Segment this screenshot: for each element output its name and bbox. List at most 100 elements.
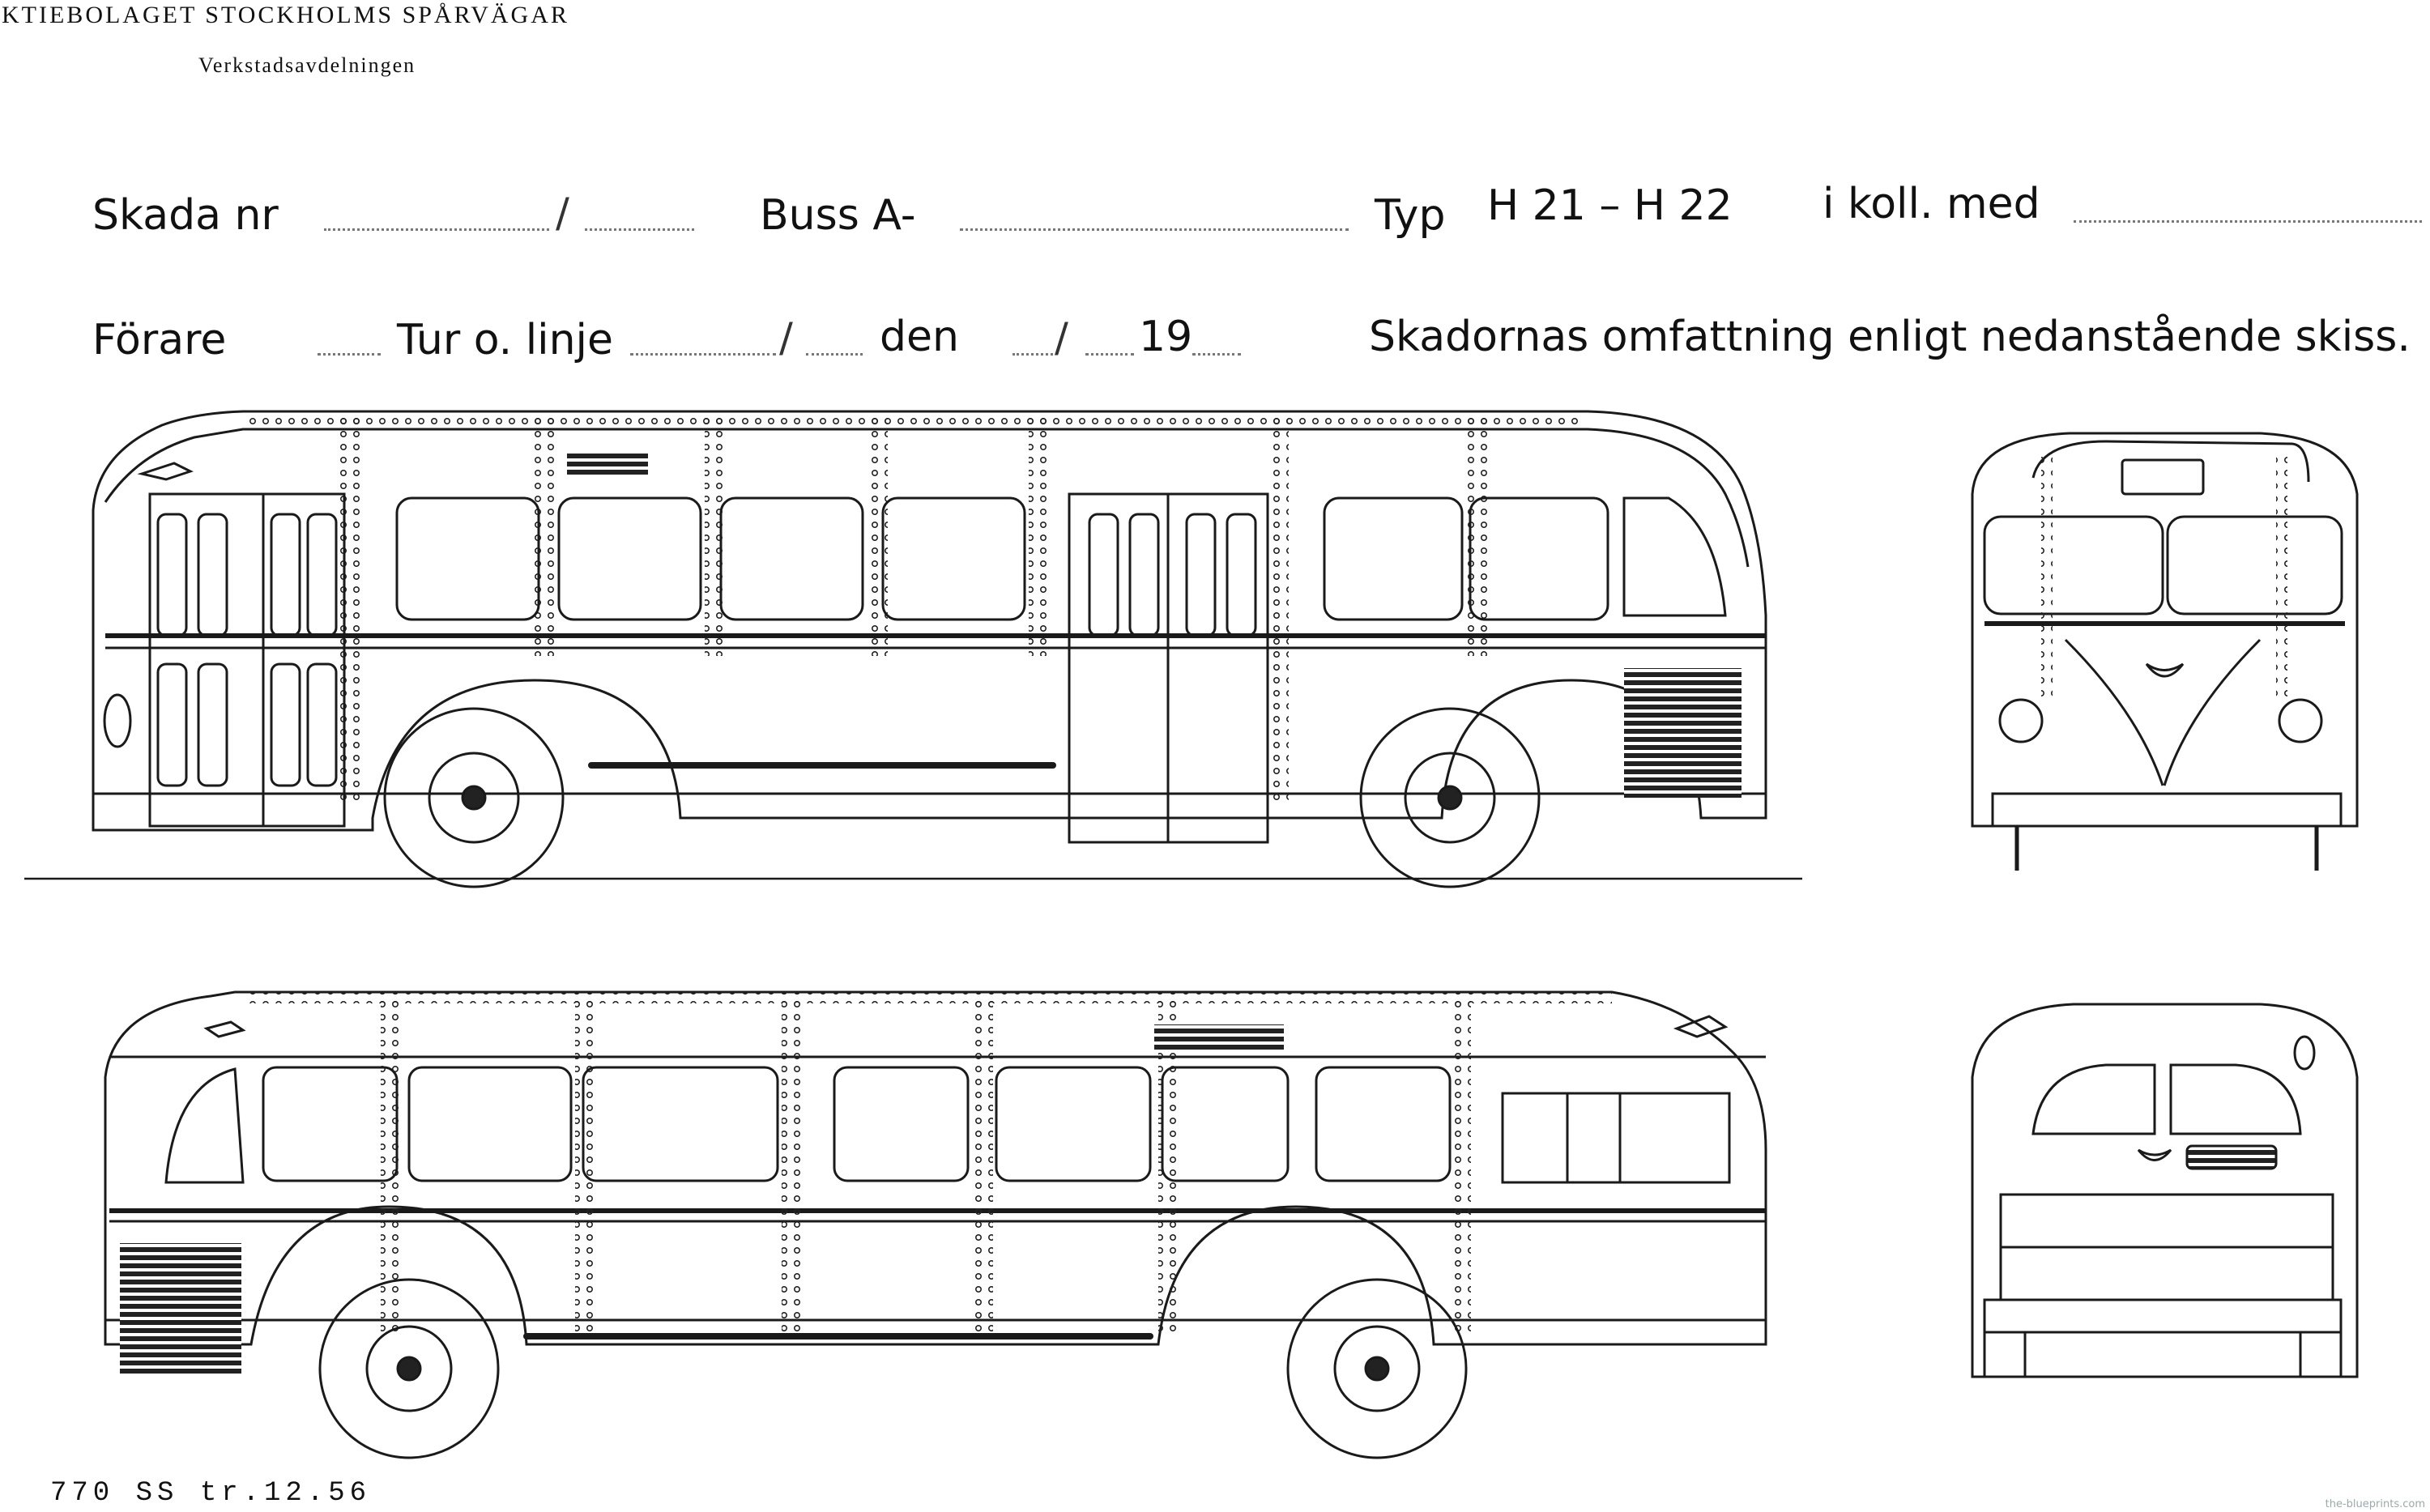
rivet-band (867, 413, 888, 656)
form-code: 770 SS tr.12.56 (50, 1478, 372, 1509)
rear-hub-2 (365, 1325, 453, 1412)
side-window (407, 1066, 573, 1182)
front-marker-1 (137, 462, 194, 481)
headlight-right (2278, 698, 2323, 743)
skada-year-field[interactable] (585, 228, 694, 231)
typ-value: H 21 – H 22 (1487, 181, 1733, 230)
front-view (1971, 432, 2359, 871)
side-window (1161, 1066, 1290, 1182)
door-window (1226, 513, 1257, 637)
rear-engine-grille (120, 1243, 241, 1377)
watermark: the-blueprints.com (2325, 1498, 2425, 1510)
side-window (1323, 496, 1464, 621)
skada-number-field[interactable] (324, 228, 549, 231)
rivet-band (575, 992, 596, 1332)
buss-number-field[interactable] (960, 228, 1349, 231)
door-panel (270, 662, 301, 787)
rear-wheel-1 (1359, 707, 1541, 888)
side-window (1315, 1066, 1452, 1182)
front-door-left (148, 492, 265, 828)
forare-label: Förare (92, 316, 227, 364)
rear-number-sign (2185, 1144, 2278, 1170)
skada-label: Skada nr (92, 191, 279, 240)
rear-wheel-2 (318, 1278, 500, 1459)
skada-slash: / (556, 190, 569, 236)
side-window (719, 496, 864, 621)
side-window (262, 1066, 399, 1182)
door-panel (156, 662, 188, 787)
front-marker-2 (1673, 1015, 1729, 1038)
rear-tyre-left (1983, 1331, 2027, 1378)
body-outline-2 (104, 990, 1767, 1346)
front-door-right (262, 492, 346, 828)
door-window (156, 513, 188, 637)
rear-quarter-window-2 (164, 1067, 245, 1184)
side-window (833, 1066, 970, 1182)
rivet-band (2041, 454, 2053, 696)
koll-field[interactable] (2074, 220, 2422, 223)
front-roof-cap (2031, 440, 2310, 483)
rivet-band (381, 992, 402, 1332)
front-outline (1971, 432, 2359, 828)
side-view-front-right (24, 410, 1802, 888)
skiss-text: Skadornas omfattning enligt nedanstående… (1369, 313, 2411, 361)
koll-label: i koll. med (1823, 180, 2040, 228)
tur-field[interactable] (630, 353, 776, 356)
engine-grille (1624, 668, 1742, 798)
side-window (395, 496, 540, 621)
rivet-band (243, 413, 1580, 424)
roof-vent-2 (1154, 1024, 1284, 1053)
forare-field[interactable] (318, 353, 381, 356)
headlight-left (1998, 698, 2044, 743)
front-side-windows (1501, 1092, 1731, 1184)
rivet-band (782, 992, 803, 1332)
rear-axle-2 (396, 1356, 422, 1382)
door-window (1128, 513, 1160, 637)
rivet-band (243, 992, 1612, 1003)
rear-window-right (2169, 1063, 2302, 1135)
department-heading: Verkstadsavdelningen (198, 53, 416, 77)
headlight-1 (103, 693, 132, 748)
month-field[interactable] (1085, 353, 1134, 356)
front-hub-2 (1333, 1325, 1421, 1412)
rear-hub-1 (1404, 752, 1496, 844)
door-window (270, 513, 301, 637)
rear-marker-2 (203, 1020, 246, 1038)
tur-linje-label: Tur o. linje (397, 316, 613, 364)
side-window (557, 496, 702, 621)
den-label: den (880, 313, 959, 361)
linje-field[interactable] (806, 353, 863, 356)
front-wheel-2 (1286, 1278, 1468, 1459)
rear-outline (1971, 1003, 2359, 1378)
date-slash: / (1055, 314, 1068, 361)
rear-tyre-right (2299, 1331, 2343, 1378)
windshield-left (1983, 515, 2164, 615)
rear-lamp (2293, 1035, 2316, 1071)
rivet-band (972, 992, 993, 1332)
company-heading: KTIEBOLAGET STOCKHOLMS SPÅRVÄGAR (2, 2, 569, 28)
rivet-band (1029, 413, 1050, 656)
side-window (995, 1066, 1152, 1182)
rivet-band (1450, 992, 1471, 1332)
rear-emblem (2137, 1148, 2172, 1161)
buss-label: Buss A- (760, 191, 916, 240)
typ-label: Typ (1375, 191, 1446, 240)
rear-view (1971, 1003, 2359, 1378)
front-v-trim (2064, 638, 2262, 786)
rivet-band (2276, 454, 2287, 696)
year-prefix: 19 (1139, 313, 1193, 361)
roof-line-1 (104, 428, 1750, 568)
year-field[interactable] (1192, 353, 1241, 356)
door-window (197, 513, 228, 637)
side-view-rear-left (104, 990, 1767, 1459)
rear-axle-1 (1437, 785, 1463, 811)
rivet-band (1268, 413, 1289, 802)
front-bumper (1991, 792, 2343, 828)
side-window (1469, 496, 1609, 621)
rear-quarter-window (1622, 496, 1727, 617)
rear-bumper (1983, 1298, 2343, 1334)
day-field[interactable] (1013, 353, 1053, 356)
rear-window-left (2031, 1063, 2156, 1135)
door-window (306, 513, 338, 637)
